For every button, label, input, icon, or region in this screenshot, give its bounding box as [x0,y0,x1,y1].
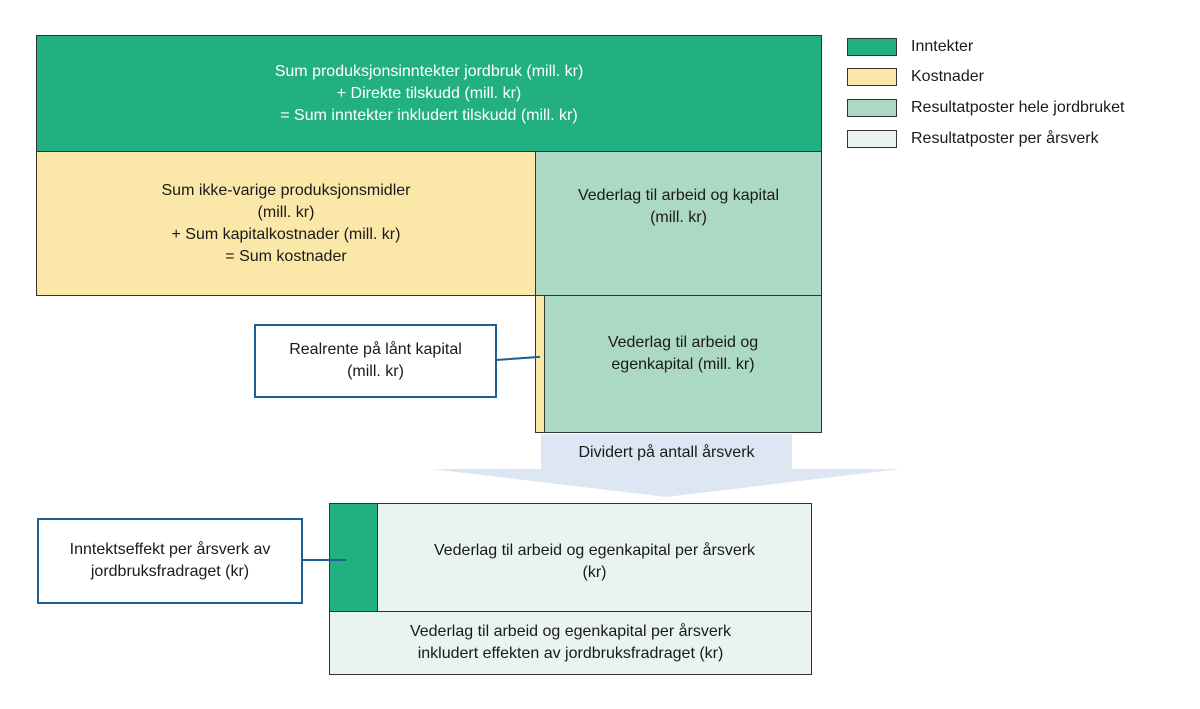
per-work-year-box-text: Vederlag til arbeid og egenkapital per å… [433,541,756,581]
division-arrow-shape [431,469,901,497]
costs-box-text: Sum ikke-varige produksjonsmidler (mill.… [161,181,411,265]
income-effect-callout-text: Inntektseffekt per årsverk av jordbruksf… [69,541,271,580]
legend-label-inntekter: Inntekter [911,38,974,55]
division-arrow-label-text: Dividert på antall årsverk [578,444,755,461]
income-effect-callout: Inntektseffekt per årsverk av jordbruksf… [37,518,303,604]
labour-equity-box: Vederlag til arbeid og egenkapital (mill… [544,295,822,433]
realrente-callout: Realrente på lånt kapital (mill. kr) [254,324,497,398]
income-box-text: Sum produksjonsinntekter jordbruk (mill.… [274,62,584,124]
legend-label-resultat-hele: Resultatposter hele jordbruket [911,99,1125,116]
legend-swatch-kostnader [847,68,897,86]
costs-box: Sum ikke-varige produksjonsmidler (mill.… [36,151,536,296]
per-work-year-box: Vederlag til arbeid og egenkapital per å… [377,503,812,612]
labour-equity-box-text: Vederlag til arbeid og egenkapital (mill… [607,334,759,373]
per-work-year-incl-box: Vederlag til arbeid og egenkapital per å… [329,611,812,675]
legend-swatch-resultat-hele [847,99,897,117]
legend-label-resultat-arsverk: Resultatposter per årsverk [911,130,1099,147]
division-arrow-label: Dividert på antall årsverk [541,436,792,470]
income-effect-connector [302,559,346,561]
division-arrow-stem [541,434,792,470]
legend-swatch-inntekter [847,38,897,56]
income-box: Sum produksjonsinntekter jordbruk (mill.… [36,35,822,152]
labour-capital-box-text: Vederlag til arbeid og kapital (mill. kr… [577,186,780,226]
legend-label-kostnader: Kostnader [911,68,984,85]
per-work-year-incl-box-text: Vederlag til arbeid og egenkapital per å… [409,623,732,662]
realrente-callout-text: Realrente på lånt kapital (mill. kr) [289,341,462,380]
income-effect-box [329,503,378,612]
legend-swatch-resultat-arsverk [847,130,897,148]
labour-capital-box: Vederlag til arbeid og kapital (mill. kr… [535,151,822,296]
